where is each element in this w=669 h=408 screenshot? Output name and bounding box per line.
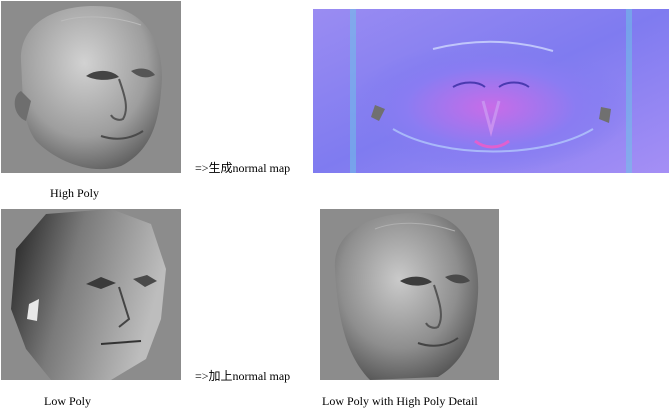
low-poly-head-image — [1, 209, 181, 380]
high-poly-head-image — [1, 1, 181, 173]
normal-map-graphic — [313, 9, 669, 173]
high-poly-head-graphic — [1, 1, 181, 173]
result-caption: Low Poly with High Poly Detail — [322, 394, 478, 408]
result-head-graphic — [320, 209, 499, 380]
normal-map-image — [313, 9, 669, 173]
low-poly-head-graphic — [1, 209, 181, 380]
result-head-image — [320, 209, 499, 380]
arrow-apply-normal-map-label: =>加上normal map — [195, 369, 291, 383]
low-poly-caption: Low Poly — [44, 394, 92, 408]
arrow-generate-normal-map-label: =>生成normal map — [195, 161, 291, 175]
high-poly-caption: High Poly — [50, 186, 100, 200]
